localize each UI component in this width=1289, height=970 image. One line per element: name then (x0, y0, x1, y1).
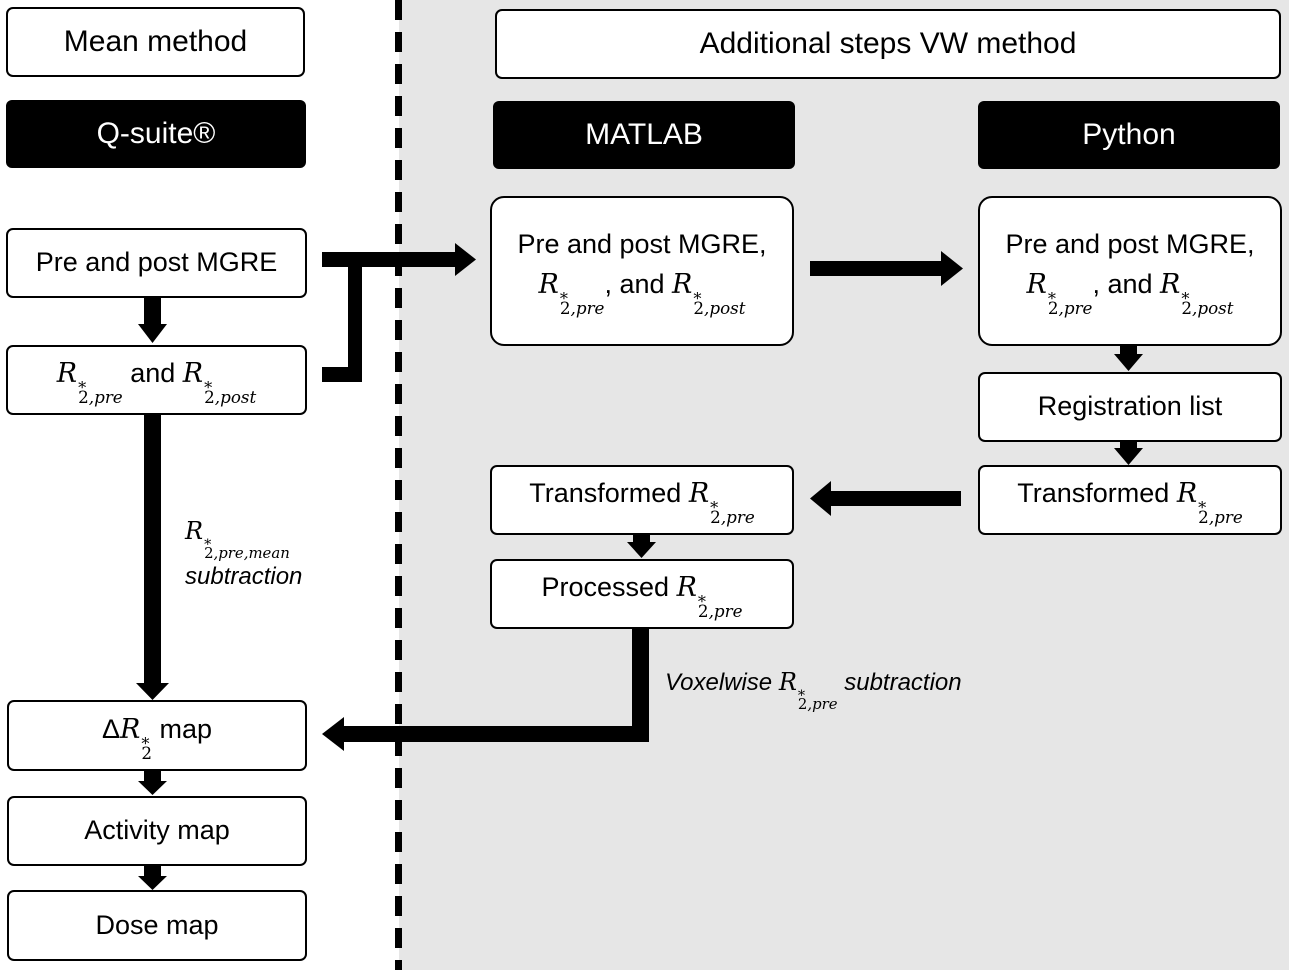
qsuite-tool-header: Q-suite® (6, 100, 306, 168)
arrow-delta-to-activity (138, 771, 167, 795)
arrow-processed-to-delta (322, 629, 649, 751)
matlab-mgre-label: Pre and post MGRE, R*2,pre, and R*2,post (517, 229, 767, 318)
arrow-mgre-to-r2 (138, 298, 167, 343)
qsuite-label: Q-suite® (96, 117, 216, 150)
dose-map-label: Dose map (95, 909, 219, 940)
python-label: Python (1082, 118, 1176, 151)
python-transformed-label: Transformed R*2,pre (1017, 478, 1243, 528)
voxelwise-subtraction-label: Voxelwise R*2,pre subtraction (665, 668, 962, 713)
arrow-matlab-to-python (810, 251, 963, 286)
registration-list-label: Registration list (1037, 391, 1223, 422)
arrow-python-to-registration (1114, 346, 1143, 371)
dashed-divider (395, 0, 402, 970)
arrow-registration-to-transformed (1114, 442, 1143, 465)
matlab-tool-header: MATLAB (493, 101, 795, 169)
arrow-python-to-matlab-transformed (810, 481, 961, 516)
arrow-transformed-to-processed (627, 535, 656, 558)
registration-list-box: Registration list (978, 372, 1282, 442)
matlab-transformed-label: Transformed R*2,pre (529, 478, 755, 528)
python-mgre-box: Pre and post MGRE, R*2,pre, and R*2,post (978, 196, 1282, 346)
bracket-arrow-to-matlab (322, 243, 476, 382)
activity-map-label: Activity map (84, 815, 230, 846)
matlab-transformed-box: Transformed R*2,pre (490, 465, 794, 535)
arrow-r2-to-delta (136, 415, 169, 700)
vw-method-header: Additional steps VW method (495, 9, 1281, 79)
pre-post-mgre-label: Pre and post MGRE (35, 247, 278, 278)
matlab-mgre-box: Pre and post MGRE, R*2,pre, and R*2,post (490, 196, 794, 346)
python-transformed-box: Transformed R*2,pre (978, 465, 1282, 535)
matlab-label: MATLAB (585, 118, 703, 151)
delta-r2-map-box: ΔR*2 map (7, 700, 307, 771)
mean-method-label: Mean method (63, 25, 248, 59)
mean-subtraction-label: R*2,pre,mean subtraction (185, 517, 303, 590)
r2-pre-post-label: R*2,pre and R*2,post (56, 358, 257, 408)
r2-pre-post-box: R*2,pre and R*2,post (6, 345, 307, 415)
vw-method-label: Additional steps VW method (699, 27, 1077, 61)
matlab-processed-label: Processed R*2,pre (541, 572, 743, 622)
python-tool-header: Python (978, 101, 1280, 169)
dose-map-box: Dose map (7, 890, 307, 961)
matlab-processed-box: Processed R*2,pre (490, 559, 794, 629)
arrow-activity-to-dose (138, 866, 167, 890)
mean-method-header: Mean method (6, 7, 305, 77)
activity-map-box: Activity map (7, 796, 307, 866)
python-mgre-label: Pre and post MGRE, R*2,pre, and R*2,post (1005, 229, 1255, 318)
pre-post-mgre-box: Pre and post MGRE (6, 228, 307, 298)
delta-r2-map-label: ΔR*2 map (101, 713, 213, 763)
